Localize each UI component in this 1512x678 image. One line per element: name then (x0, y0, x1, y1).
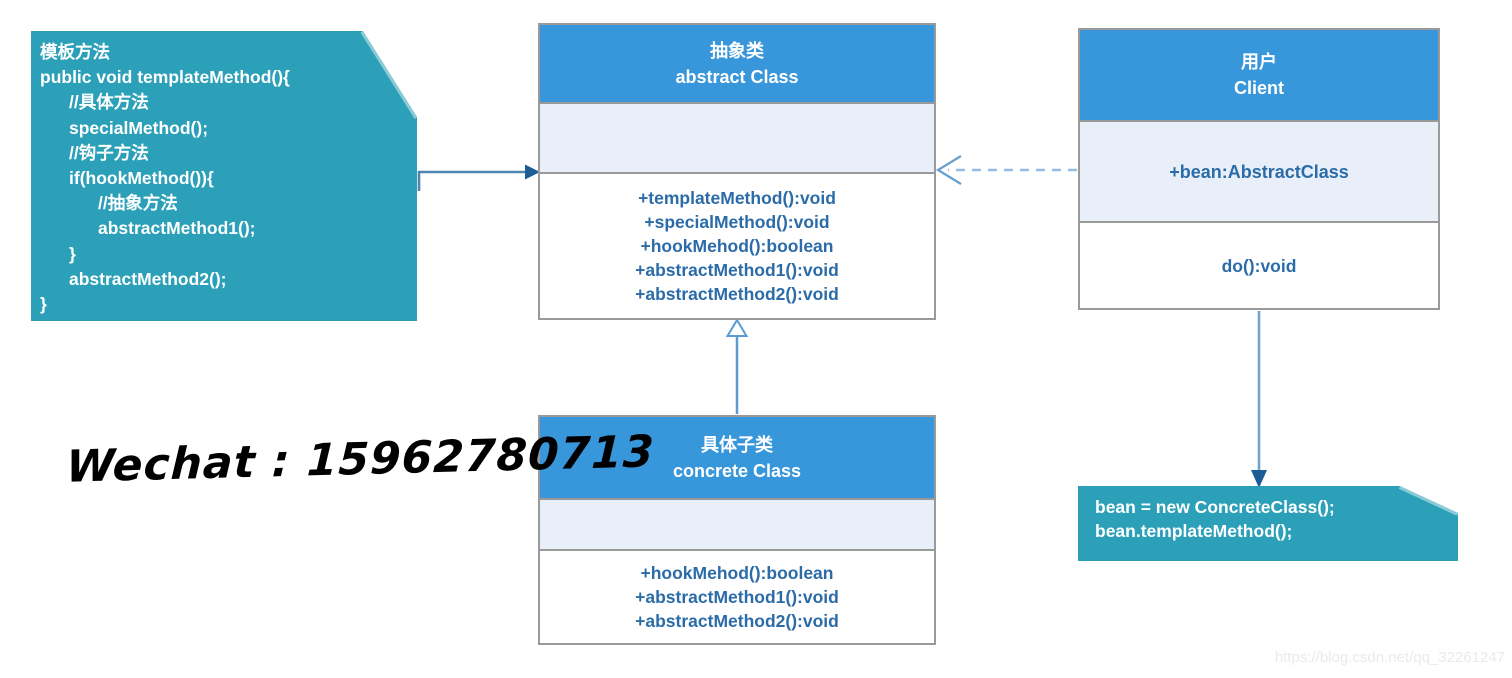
code-line: public void templateMethod(){ (40, 67, 290, 88)
method-item: +abstractMethod2():void (635, 611, 839, 631)
method-item: do():void (1221, 255, 1297, 276)
blog-url-watermark: https://blog.csdn.net/qq_32261247 (1274, 649, 1505, 666)
client-class-header: 用户 Client (1080, 30, 1438, 120)
code-line: abstractMethod2(); (69, 268, 227, 289)
class-title-en: abstract Class (675, 66, 799, 87)
template-method-code: 模板方法 public void templateMethod(){ //具体方法 s… (40, 40, 411, 317)
code-line: abstractMethod1(); (98, 218, 256, 239)
code-line: //具体方法 (69, 92, 149, 113)
concrete-class-attributes (540, 498, 934, 549)
note-to-abstract-arrow (417, 164, 540, 191)
method-item: +templateMethod():void (638, 188, 836, 208)
class-title-en: concrete Class (672, 460, 802, 481)
abstract-class-methods: +templateMethod():void +specialMethod():v… (540, 172, 934, 318)
client-class-box: 用户 Client +bean:AbstractClass do():void (1078, 28, 1440, 310)
code-line: //抽象方法 (98, 193, 178, 214)
concrete-class-header: 具体子类 concrete Class (540, 417, 934, 498)
class-title-zh: 具体子类 (701, 434, 773, 455)
usage-code: bean = new ConcreteClass(); bean.template… (1095, 495, 1452, 543)
method-item: +hookMehod():boolean (640, 563, 834, 583)
code-line: //钩子方法 (69, 142, 149, 163)
template-method-note: 模板方法 public void templateMethod(){ //具体方法 s… (31, 31, 417, 321)
code-line: if(hookMethod()){ (69, 168, 214, 189)
client-class-methods: do():void (1080, 221, 1438, 308)
method-item: +abstractMethod1():void (635, 260, 839, 280)
abstract-class-box: 抽象类 abstract Class +templateMethod():voi… (538, 23, 936, 320)
method-item: +hookMehod():boolean (640, 236, 834, 256)
code-line: bean.templateMethod(); (1095, 521, 1293, 541)
client-class-attributes: +bean:AbstractClass (1080, 120, 1438, 221)
method-item: +specialMethod():void (644, 212, 830, 232)
class-title-zh: 用户 (1241, 52, 1277, 72)
class-title-en: Client (1233, 78, 1284, 98)
client-to-note-arrow (1251, 311, 1267, 488)
concrete-class-methods: +hookMehod():boolean +abstractMethod1():v… (540, 549, 934, 643)
code-line: specialMethod(); (69, 117, 209, 138)
code-line: } (69, 243, 76, 264)
method-item: +abstractMethod2():void (635, 284, 839, 304)
code-line: bean = new ConcreteClass(); (1095, 497, 1335, 517)
attribute-item: +bean:AbstractClass (1169, 161, 1349, 182)
client-to-abstract-dependency-arrow (935, 155, 1077, 185)
usage-code-note: bean = new ConcreteClass(); bean.template… (1078, 486, 1458, 561)
class-title-zh: 抽象类 (710, 40, 764, 61)
method-item: +abstractMethod1():void (635, 587, 839, 607)
code-line: 模板方法 (40, 42, 110, 62)
concrete-class-box: 具体子类 concrete Class +hookMehod():boolean… (538, 415, 936, 645)
abstract-class-header: 抽象类 abstract Class (540, 25, 934, 102)
abstract-class-attributes (540, 102, 934, 172)
inheritance-arrow (725, 318, 749, 414)
code-line: } (40, 294, 47, 315)
